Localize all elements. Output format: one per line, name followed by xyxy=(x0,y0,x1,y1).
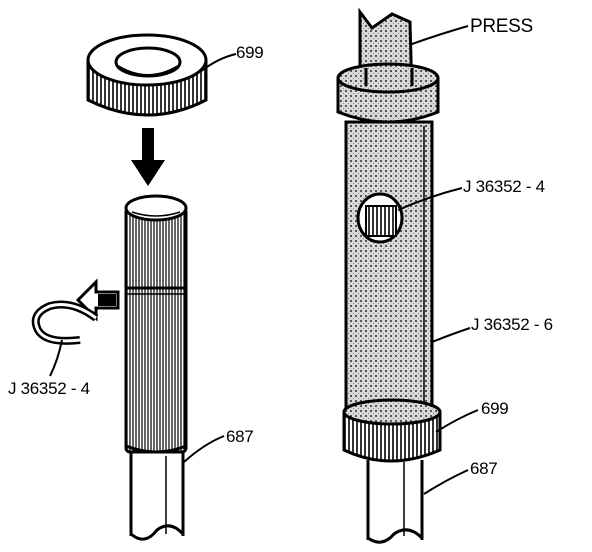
left-retaining-clip xyxy=(31,300,99,345)
leader-right-sleeve xyxy=(431,327,471,343)
leader-press xyxy=(411,25,469,45)
right-shaft xyxy=(366,460,424,544)
leader-left-699 xyxy=(199,53,237,73)
leader-right-clip xyxy=(397,187,463,211)
label-right-sleeve-tool: J 36352 - 6 xyxy=(471,315,553,334)
left-shaft xyxy=(129,452,185,541)
right-clip-window xyxy=(356,192,404,244)
label-left-687: 687 xyxy=(226,427,253,446)
label-left-699: 699 xyxy=(236,43,263,62)
leader-left-687 xyxy=(183,435,225,463)
right-seal-ring xyxy=(342,398,442,463)
press-collar xyxy=(336,62,440,124)
label-right-687: 687 xyxy=(470,459,497,478)
label-press: PRESS xyxy=(470,16,533,37)
label-right-699: 699 xyxy=(481,399,508,418)
label-right-clip-tool: J 36352 - 4 xyxy=(463,177,545,196)
down-arrow xyxy=(131,128,165,186)
leader-left-clip xyxy=(49,339,63,377)
leader-lines xyxy=(49,25,479,495)
leader-right-687 xyxy=(423,469,469,495)
left-seal-ring xyxy=(86,33,208,117)
leader-right-699 xyxy=(435,409,479,433)
right-sleeve-tool xyxy=(344,120,434,424)
left-knurled-sleeve xyxy=(124,194,188,454)
label-left-clip-tool: J 36352 - 4 xyxy=(8,379,90,398)
